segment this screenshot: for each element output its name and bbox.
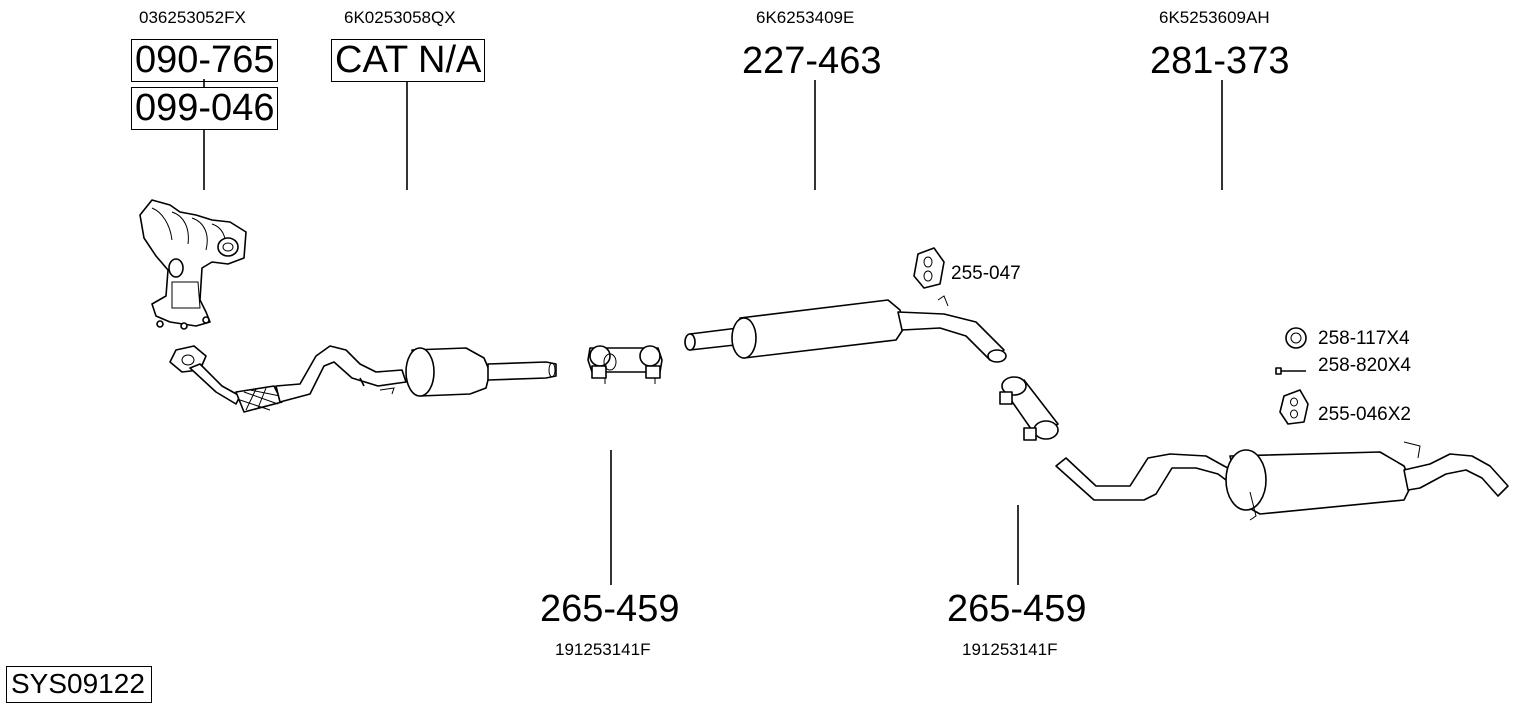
part-number-manifold-2[interactable]: 099-046 [131,87,279,130]
part-number-rear-silencer[interactable]: 281-373 [1150,40,1290,82]
oem-number-center-silencer: 6K6253409E [756,8,855,27]
accessory-label-bolt[interactable]: 258-820X4 [1318,355,1411,376]
center-silencer-drawing [684,295,1007,363]
part-number-catalyst[interactable]: CAT N/A [331,39,486,82]
oem-number-clamp-1: 191253141F [555,640,651,659]
part-number-clamp-2[interactable]: 265-459 [947,588,1087,630]
accessory-bolt-drawing [1275,367,1306,375]
oem-number-manifold: 036253052FX [139,8,246,27]
accessory-rubber-mount-drawing [1279,389,1309,425]
accessory-label-rubber-mount-2[interactable]: 255-046X2 [1318,404,1411,425]
part-number-manifold-1[interactable]: 090-765 [131,39,279,82]
pipe-clamp-1-drawing [587,345,663,384]
leader-lines [203,79,1223,585]
accessory-label-ring[interactable]: 258-117X4 [1318,328,1410,349]
rear-silencer-drawing [1055,441,1509,521]
oem-number-clamp-2: 191253141F [962,640,1058,659]
pipe-clamp-2-drawing [999,376,1059,441]
exhaust-manifold-drawing [139,199,247,330]
system-number-badge: SYS09122 [6,666,152,704]
catalyst-pipe-drawing [169,345,557,413]
part-number-center-silencer[interactable]: 227-463 [742,40,882,82]
accessory-ring-drawing [1285,327,1307,349]
oem-number-catalyst: 6K0253058QX [344,8,456,27]
rubber-mount-drawing [913,247,945,289]
oem-number-rear-silencer: 6K5253609AH [1159,8,1270,27]
accessory-label-rubber-mount[interactable]: 255-047 [951,263,1021,284]
part-number-clamp-1[interactable]: 265-459 [540,588,680,630]
